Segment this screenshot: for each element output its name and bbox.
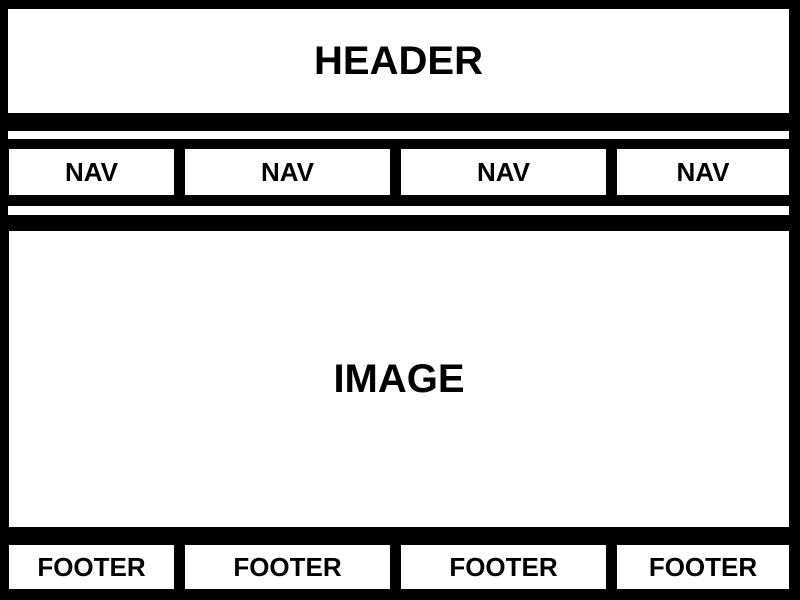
nav-item-label: NAV: [676, 157, 730, 187]
nav-item-4[interactable]: NAV: [617, 149, 789, 195]
footer-item-3[interactable]: FOOTER: [401, 545, 606, 589]
image-label: IMAGE: [333, 357, 465, 401]
header-label: HEADER: [314, 39, 483, 83]
footer-item-1[interactable]: FOOTER: [9, 545, 174, 589]
header-box: HEADER: [8, 9, 789, 113]
nav-divider-bottom: [8, 206, 789, 215]
nav-item-3[interactable]: NAV: [401, 149, 606, 195]
nav-item-label: NAV: [477, 157, 530, 187]
nav-item-2[interactable]: NAV: [185, 149, 390, 195]
footer-item-label: FOOTER: [449, 552, 558, 582]
footer-item-label: FOOTER: [233, 552, 342, 582]
footer-item-4[interactable]: FOOTER: [617, 545, 789, 589]
nav-item-label: NAV: [65, 157, 118, 187]
nav-item-1[interactable]: NAV: [9, 149, 174, 195]
footer-item-label: FOOTER: [648, 552, 758, 582]
footer-item-label: FOOTER: [37, 552, 146, 582]
image-placeholder: IMAGE: [9, 231, 789, 527]
nav-divider-top: [8, 131, 789, 139]
nav-item-label: NAV: [261, 157, 314, 187]
footer-item-2[interactable]: FOOTER: [185, 545, 390, 589]
